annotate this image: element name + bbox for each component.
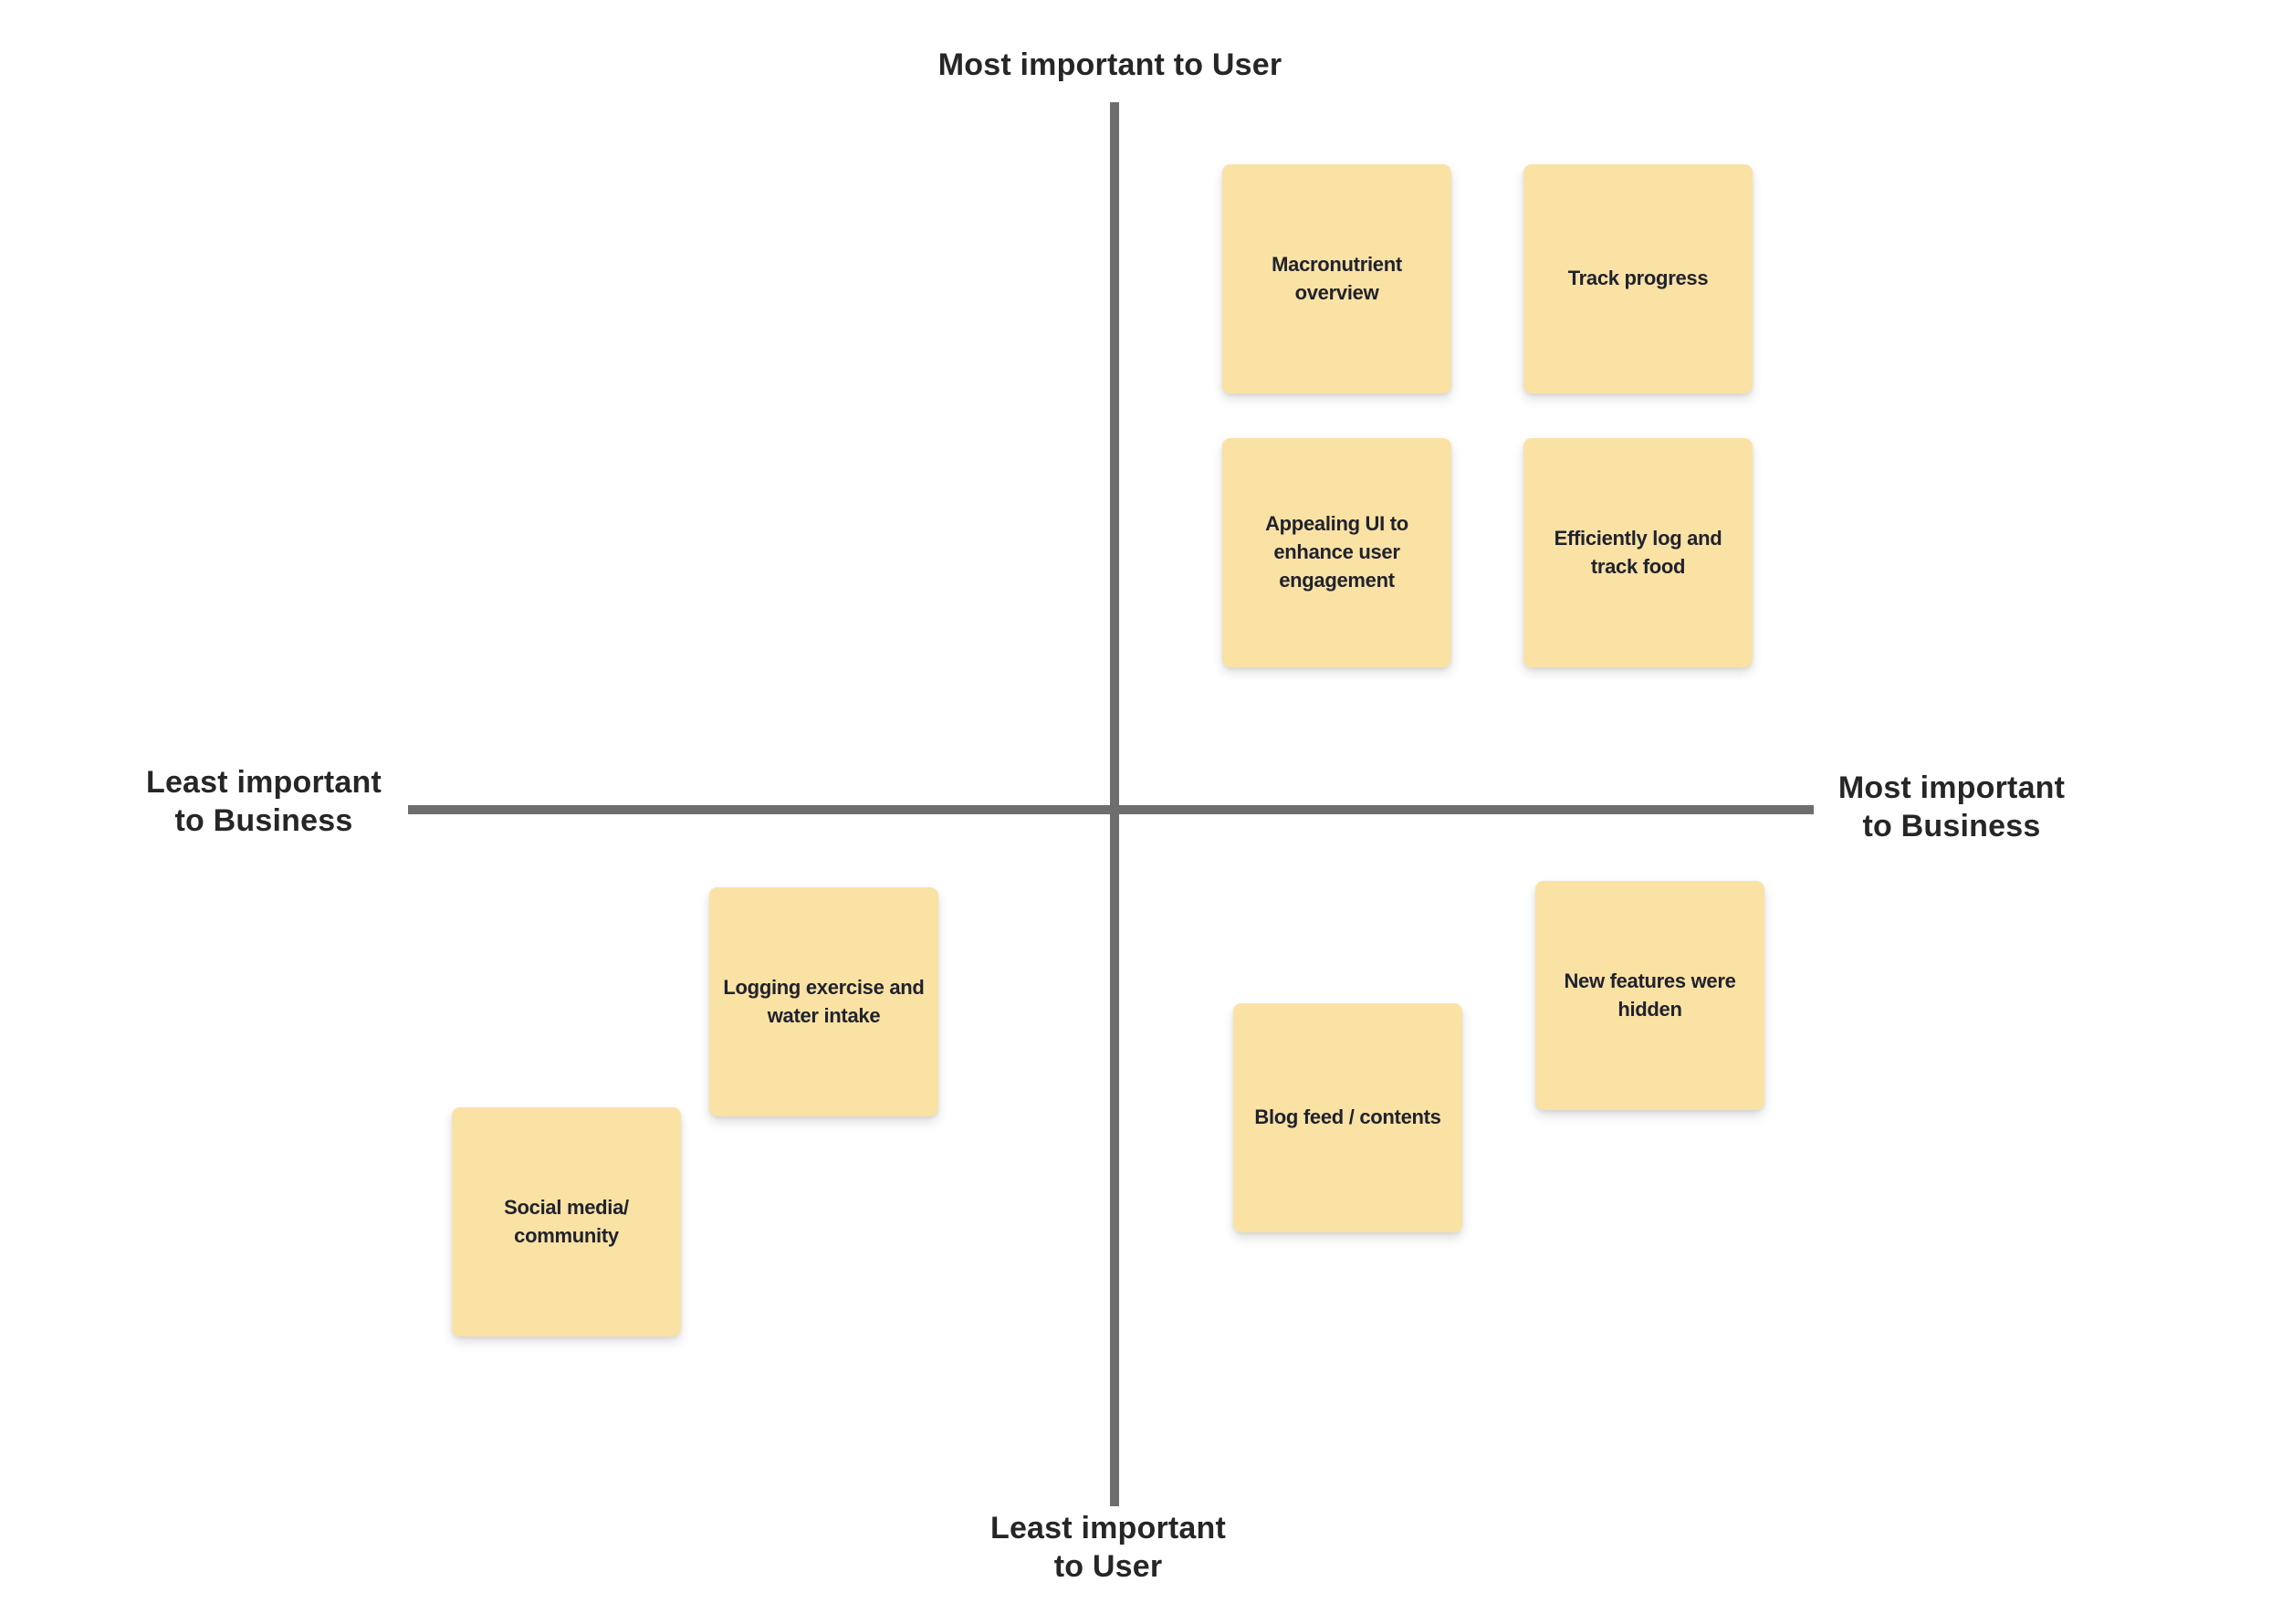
axis-label-least-important-to-business: Least important to Business: [145, 765, 382, 839]
sticky-note-efficiently-log-food[interactable]: Efficiently log and track food: [1523, 438, 1753, 667]
sticky-note-new-features-hidden[interactable]: New features were hidden: [1535, 881, 1764, 1110]
sticky-note-label: Track progress: [1567, 267, 1709, 290]
sticky-note-social-media-community[interactable]: Social media/ community: [452, 1107, 681, 1336]
sticky-note-appealing-ui[interactable]: Appealing UI to enhance user engagement: [1222, 438, 1451, 667]
sticky-note-macronutrient-overview[interactable]: Macronutrient overview: [1222, 164, 1451, 393]
sticky-note-label: Logging exercise and water intake: [723, 975, 925, 1027]
horizontal-axis-line: [408, 805, 1814, 814]
axis-label-most-important-to-user: Most important to User: [937, 47, 1282, 82]
sticky-note-label: Efficiently log and track food: [1554, 526, 1722, 578]
axis-label-most-important-to-business: Most important to Business: [1837, 770, 2066, 844]
sticky-note-label: Macronutrient overview: [1272, 252, 1402, 304]
sticky-note-label: New features were hidden: [1564, 969, 1736, 1021]
axis-label-least-important-to-user: Least important to User: [989, 1511, 1227, 1585]
sticky-note-label: Social media/ community: [504, 1195, 629, 1247]
sticky-note-blog-feed-contents[interactable]: Blog feed / contents: [1233, 1003, 1462, 1232]
sticky-note-label: Appealing UI to enhance user engagement: [1265, 512, 1408, 592]
vertical-axis-line: [1110, 102, 1119, 1506]
sticky-note-label: Blog feed / contents: [1254, 1105, 1441, 1129]
sticky-note-track-progress[interactable]: Track progress: [1523, 164, 1753, 393]
sticky-note-logging-exercise-water[interactable]: Logging exercise and water intake: [709, 887, 938, 1116]
